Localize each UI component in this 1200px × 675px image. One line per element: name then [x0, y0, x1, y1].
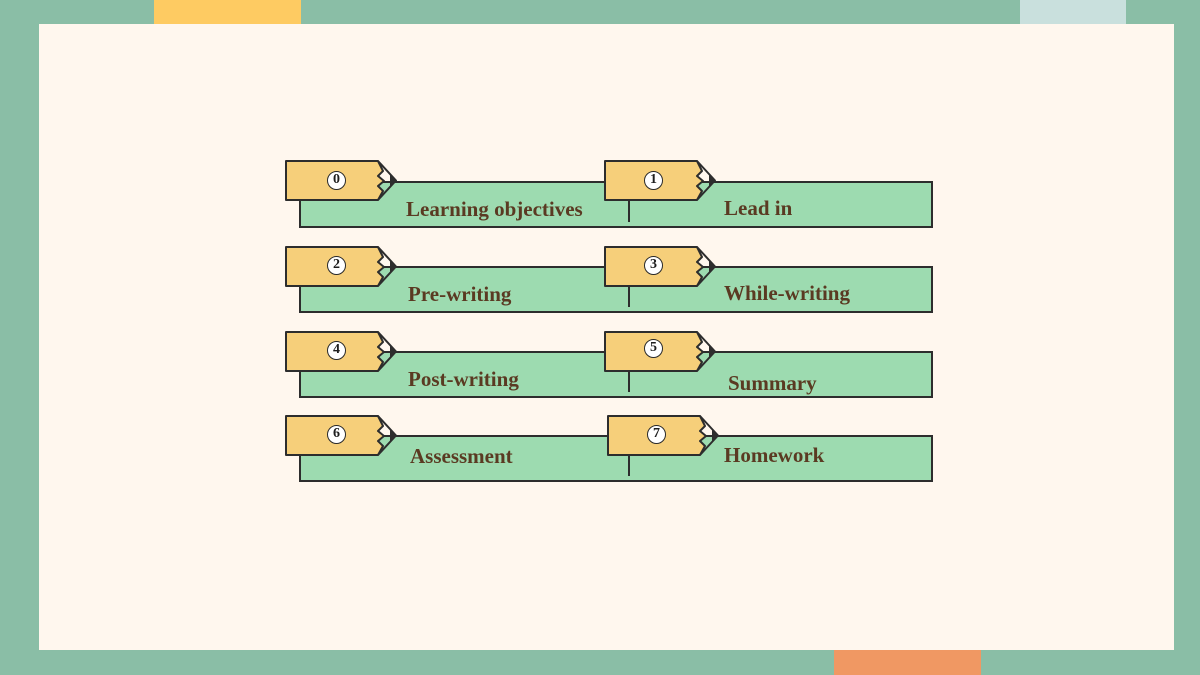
agenda-item-label: While-writing [724, 281, 850, 305]
bar-divider [628, 455, 630, 476]
agenda-item-label: Assessment [410, 444, 513, 468]
agenda-item-label: Summary [728, 371, 817, 395]
agenda-item-label: Homework [724, 443, 825, 467]
item-number-badge: 0 [327, 171, 346, 190]
item-number-badge: 4 [327, 341, 346, 360]
agenda-item-label: Learning objectives [406, 197, 583, 221]
item-number-badge: 2 [327, 256, 346, 275]
bottom-accent-strip [834, 650, 981, 675]
item-number-badge: 1 [644, 171, 663, 190]
agenda-row-1: 0 Learning objectives 1 Lead in [0, 160, 1200, 240]
bar-divider [628, 371, 630, 392]
item-number-badge: 5 [644, 339, 663, 358]
top-right-accent-strip [1020, 0, 1126, 24]
agenda-item-label: Pre-writing [408, 282, 512, 306]
item-number-badge: 3 [644, 256, 663, 275]
agenda-row-3: 4 Post-writing 5 Summary [0, 331, 1200, 411]
agenda-row-2: 2 Pre-writing 3 While-writing [0, 246, 1200, 326]
item-number-badge: 7 [647, 425, 666, 444]
top-left-accent-strip [154, 0, 301, 24]
agenda-row-4: 6 Assessment 7 Homework [0, 415, 1200, 495]
agenda-item-label: Post-writing [408, 367, 519, 391]
agenda-item-label: Lead in [724, 196, 793, 220]
bar-divider [628, 286, 630, 307]
bar-divider [628, 201, 630, 222]
item-number-badge: 6 [327, 425, 346, 444]
